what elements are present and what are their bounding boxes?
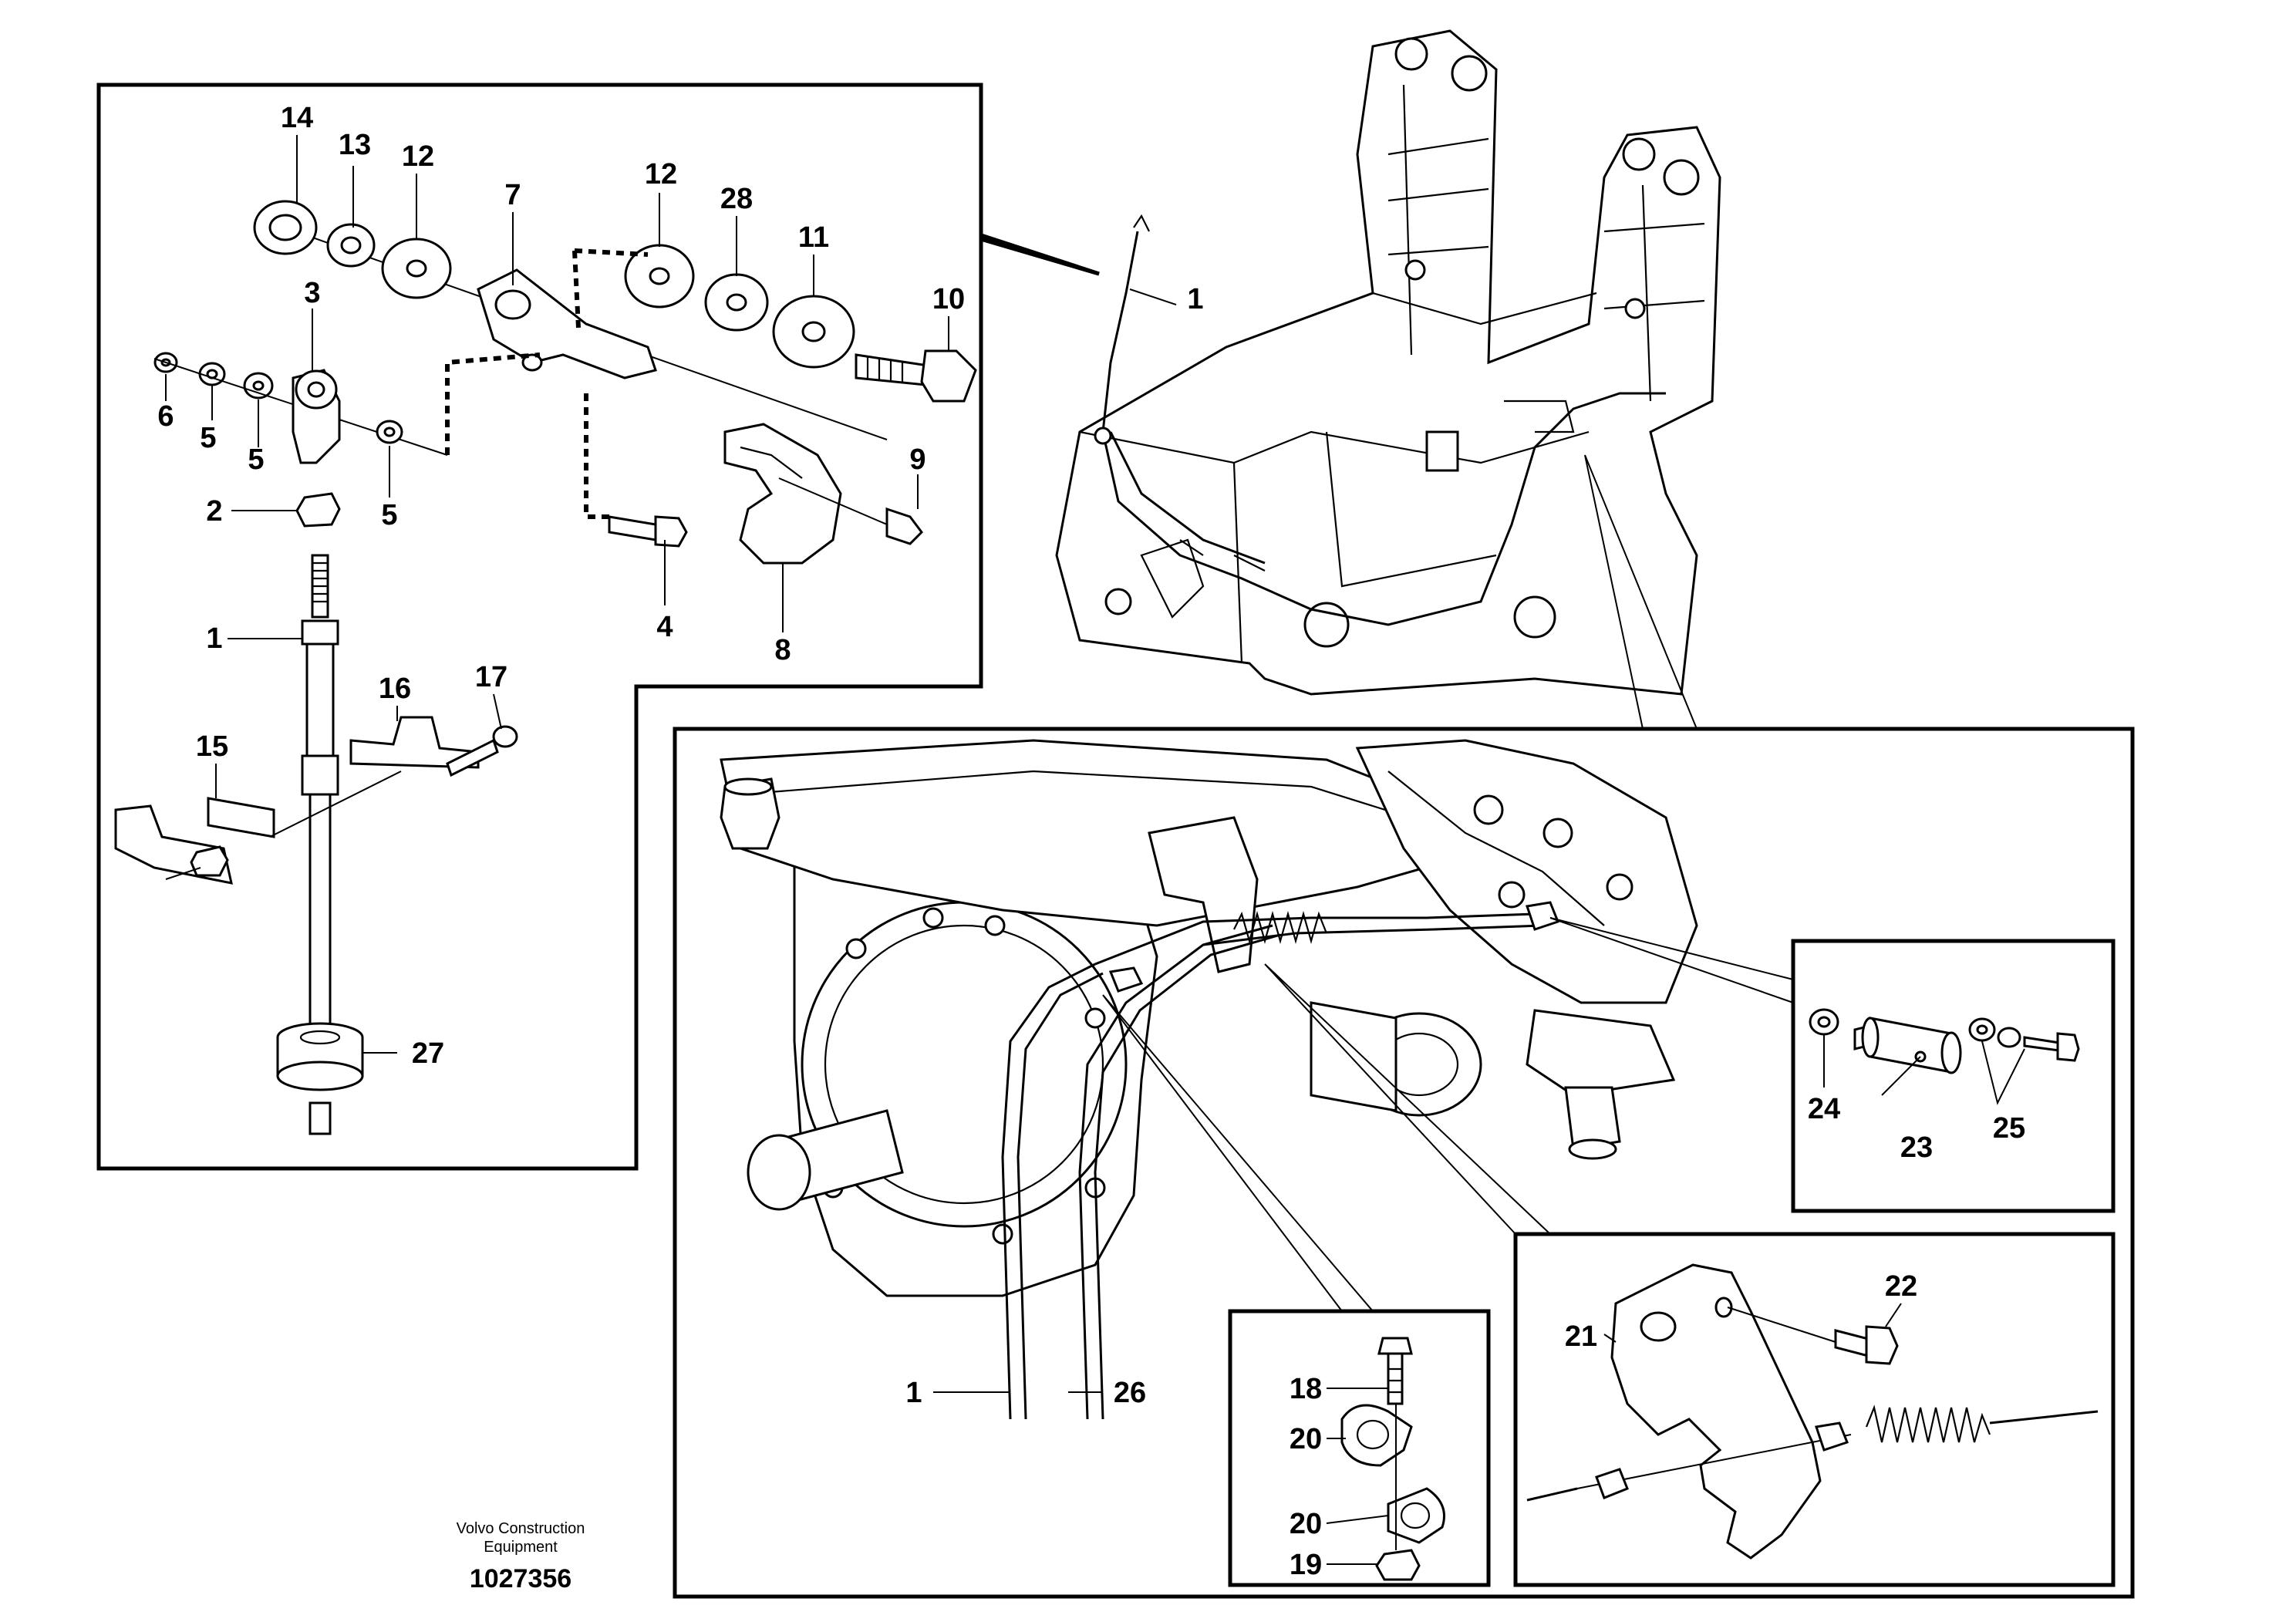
callout-18: 18 [1290, 1373, 1322, 1405]
left-inset-pointer [980, 233, 1100, 276]
left-inset-frame [96, 83, 1100, 1171]
document-number: 1027356 [470, 1564, 571, 1593]
company-name-line1: Volvo Construction [457, 1520, 585, 1537]
callout-14: 14 [281, 102, 313, 134]
callout-28: 28 [720, 183, 753, 215]
callout-5-b: 5 [248, 443, 264, 476]
callout-24: 24 [1808, 1093, 1840, 1125]
transmission-artwork [720, 739, 1698, 1420]
callout-1-transmission: 1 [905, 1377, 922, 1409]
callout-20-b: 20 [1290, 1508, 1322, 1540]
callout-4: 4 [656, 611, 673, 643]
pin-inset-frame [1791, 939, 2116, 1213]
callout-27: 27 [412, 1037, 444, 1070]
callout-2: 2 [206, 495, 222, 528]
callout-3: 3 [304, 277, 320, 309]
footer-block: Volvo Construction Equipment 1027356 [457, 1520, 585, 1593]
callout-19: 19 [1290, 1549, 1322, 1581]
callout-20-a: 20 [1290, 1423, 1322, 1455]
bracket-inset-pointer [1264, 963, 1551, 1235]
pin-inset-parts [1809, 1008, 2080, 1105]
callout-23: 23 [1900, 1131, 1933, 1164]
callout-5-a: 5 [200, 422, 216, 454]
callout-9: 9 [909, 443, 925, 476]
callout-25: 25 [1993, 1112, 2025, 1145]
clip-inset-pointer [1102, 994, 1374, 1312]
company-name-line2: Equipment [484, 1539, 558, 1556]
callout-21: 21 [1565, 1320, 1597, 1353]
callout-22: 22 [1885, 1270, 1917, 1303]
callout-17: 17 [475, 661, 507, 693]
callout-26: 26 [1114, 1377, 1146, 1409]
callout-13: 13 [339, 129, 371, 161]
bracket-inset-parts [1526, 1263, 2099, 1560]
pin-inset-pointer [1549, 917, 1794, 1003]
left-inset-parts [114, 200, 977, 1135]
callout-15: 15 [196, 730, 228, 763]
callout-5-c: 5 [381, 499, 397, 531]
callout-12: 12 [402, 140, 434, 173]
bracket-inset-frame [1513, 1232, 2116, 1587]
callout-6: 6 [157, 400, 174, 433]
callout-16: 16 [379, 673, 411, 705]
callout-1-frame: 1 [1187, 283, 1203, 315]
cable-routing-frame [1094, 214, 1666, 626]
clip-inset-parts [1340, 1337, 1445, 1581]
callout-labels: 14 13 12 7 12 28 11 3 10 6 5 5 5 9 2 1 4… [157, 102, 2025, 1581]
callout-10: 10 [932, 283, 965, 315]
callout-1-left: 1 [206, 622, 222, 655]
callout-11: 11 [798, 221, 829, 254]
callout-8: 8 [774, 634, 791, 666]
callout-12-right: 12 [645, 158, 677, 191]
leader-lines [165, 135, 1902, 1565]
machine-frame [1055, 29, 1721, 696]
callout-7: 7 [504, 179, 521, 211]
transmission-pointer [1584, 454, 1698, 730]
